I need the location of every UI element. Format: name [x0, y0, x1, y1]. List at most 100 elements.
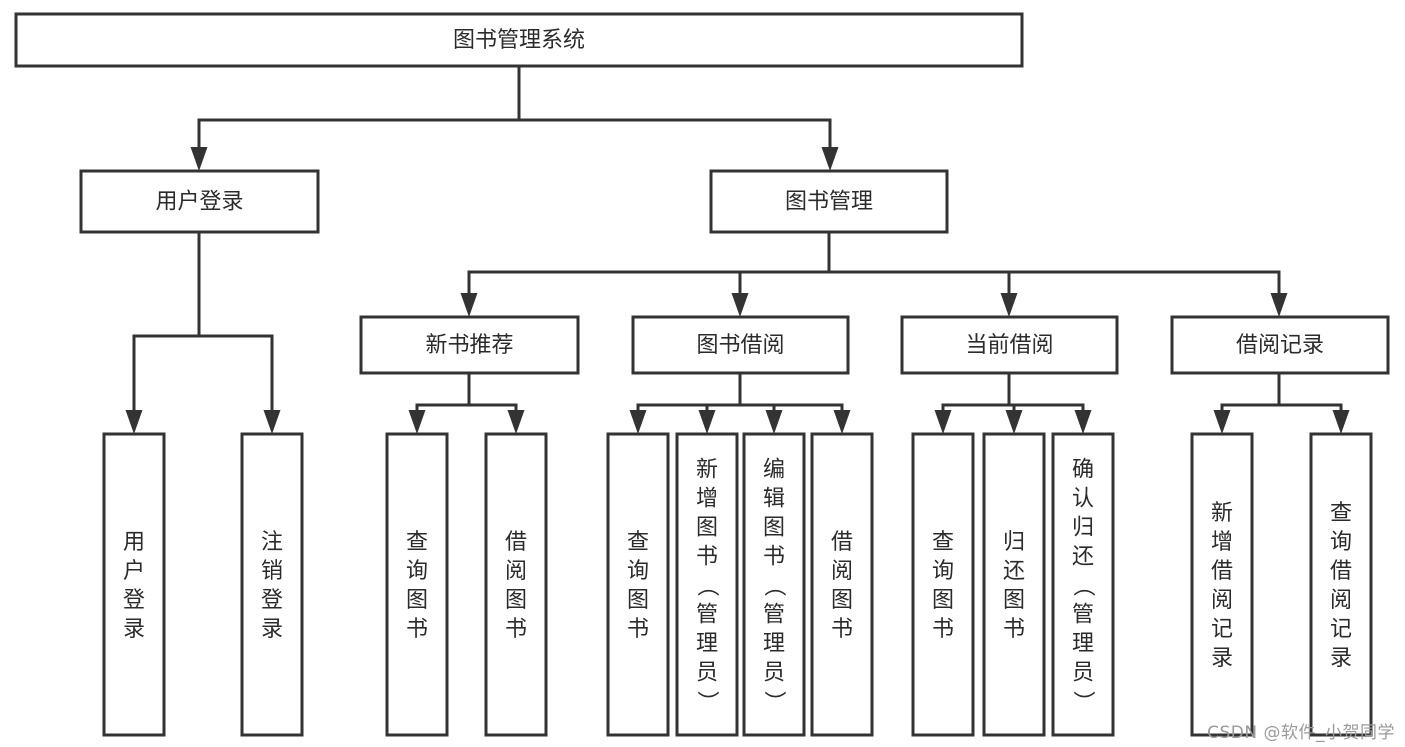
node-current-borrow[interactable]: 当前借阅	[900, 315, 1119, 375]
node-label-char: 增	[1211, 530, 1233, 555]
node-label-char: ）	[761, 691, 786, 713]
node-label-char: 理	[696, 632, 718, 657]
node-label-char: 录	[123, 617, 145, 642]
node-label-char: 用	[123, 530, 145, 555]
node-label-char: 查	[627, 530, 649, 555]
node-label-char: 询	[932, 559, 954, 584]
node-label-char: 书	[763, 545, 785, 570]
node-box	[631, 315, 850, 375]
node-label-char: （	[761, 575, 786, 597]
node-label-char: 书	[406, 617, 428, 642]
node-label-char: 图	[1003, 588, 1025, 613]
node-label: 当前借阅	[965, 333, 1053, 358]
node-label-char: 还	[1003, 559, 1025, 584]
arrow-head-icon	[460, 293, 478, 317]
watermark-label: CSDN @软件_小贺同学	[1207, 723, 1395, 743]
node-label-char: 记	[1211, 617, 1233, 642]
nodes-layer: 图书管理系统用户登录图书管理新书推荐图书借阅当前借阅借阅记录用户登录注销登录查询…	[14, 12, 1390, 737]
node-label-char: 书	[932, 617, 954, 642]
node-label-char: 图	[406, 588, 428, 613]
node-label-char: 询	[406, 559, 428, 584]
node-label-char: 图	[505, 588, 527, 613]
arrow-head-icon	[1213, 410, 1231, 434]
node-label-char: 登	[123, 588, 145, 613]
arrow-head-icon	[934, 410, 952, 434]
arrow-head-icon	[1000, 293, 1018, 317]
node-label: 图书管理系统	[453, 28, 585, 53]
node-label-char: 图	[696, 516, 718, 541]
node-label-char: 图	[627, 588, 649, 613]
node-box	[1190, 432, 1254, 737]
node-label-char: 书	[1003, 617, 1025, 642]
node-box	[240, 432, 304, 737]
node-root[interactable]: 图书管理系统	[14, 12, 1024, 68]
node-label: 用户登录	[155, 190, 243, 215]
node-label-char: 编	[763, 458, 785, 483]
node-label-char: 查	[932, 530, 954, 555]
node-box	[1051, 432, 1115, 737]
arrow-head-icon	[1270, 293, 1288, 317]
node-label-char: 查	[406, 530, 428, 555]
node-box	[810, 432, 874, 737]
node-box	[385, 432, 449, 737]
node-box	[900, 315, 1119, 375]
node-label-char: 新	[1211, 501, 1233, 526]
node-box	[742, 432, 806, 737]
node-label-char: 员	[763, 661, 785, 686]
node-borrow-record[interactable]: 借阅记录	[1170, 315, 1390, 375]
node-box	[911, 432, 975, 737]
node-new-book-recommend[interactable]: 新书推荐	[359, 315, 580, 375]
node-leaf-user-login[interactable]: 用户登录	[102, 432, 166, 737]
arrow-head-icon	[408, 410, 426, 434]
node-box	[982, 432, 1046, 737]
node-label-char: 归	[1072, 516, 1094, 541]
node-label-char: 管	[1072, 603, 1094, 628]
node-label-char: 阅	[1330, 588, 1352, 613]
node-label: 借阅记录	[1236, 333, 1324, 358]
node-label-char: ）	[1070, 691, 1095, 713]
node-label-char: 借	[831, 530, 853, 555]
node-label-char: 还	[1072, 545, 1094, 570]
node-label-char: 书	[505, 617, 527, 642]
node-label-char: 图	[763, 516, 785, 541]
node-label-char: 管	[696, 603, 718, 628]
arrow-head-icon	[833, 410, 851, 434]
node-label-char: 图	[932, 588, 954, 613]
node-label-char: ）	[694, 691, 719, 713]
node-label-char: 记	[1330, 617, 1352, 642]
node-book-borrow[interactable]: 图书借阅	[631, 315, 850, 375]
node-label-char: 录	[261, 617, 283, 642]
node-user-login[interactable]: 用户登录	[79, 169, 320, 234]
node-label-char: 书	[696, 545, 718, 570]
node-label-char: 图	[831, 588, 853, 613]
node-box	[484, 432, 548, 737]
connectors-layer	[125, 64, 1350, 434]
arrow-head-icon	[125, 410, 143, 434]
node-label-char: 阅	[1211, 588, 1233, 613]
node-box	[1170, 315, 1390, 375]
node-box	[359, 315, 580, 375]
node-label-char: 查	[1330, 501, 1352, 526]
node-book-manage[interactable]: 图书管理	[709, 169, 949, 234]
arrow-head-icon	[765, 410, 783, 434]
arrow-head-icon	[629, 410, 647, 434]
node-label-char: 理	[1072, 632, 1094, 657]
node-box	[709, 169, 949, 234]
node-label-char: 归	[1003, 530, 1025, 555]
arrow-head-icon	[263, 410, 281, 434]
node-label-char: 户	[123, 559, 145, 584]
node-label-char: 书	[627, 617, 649, 642]
